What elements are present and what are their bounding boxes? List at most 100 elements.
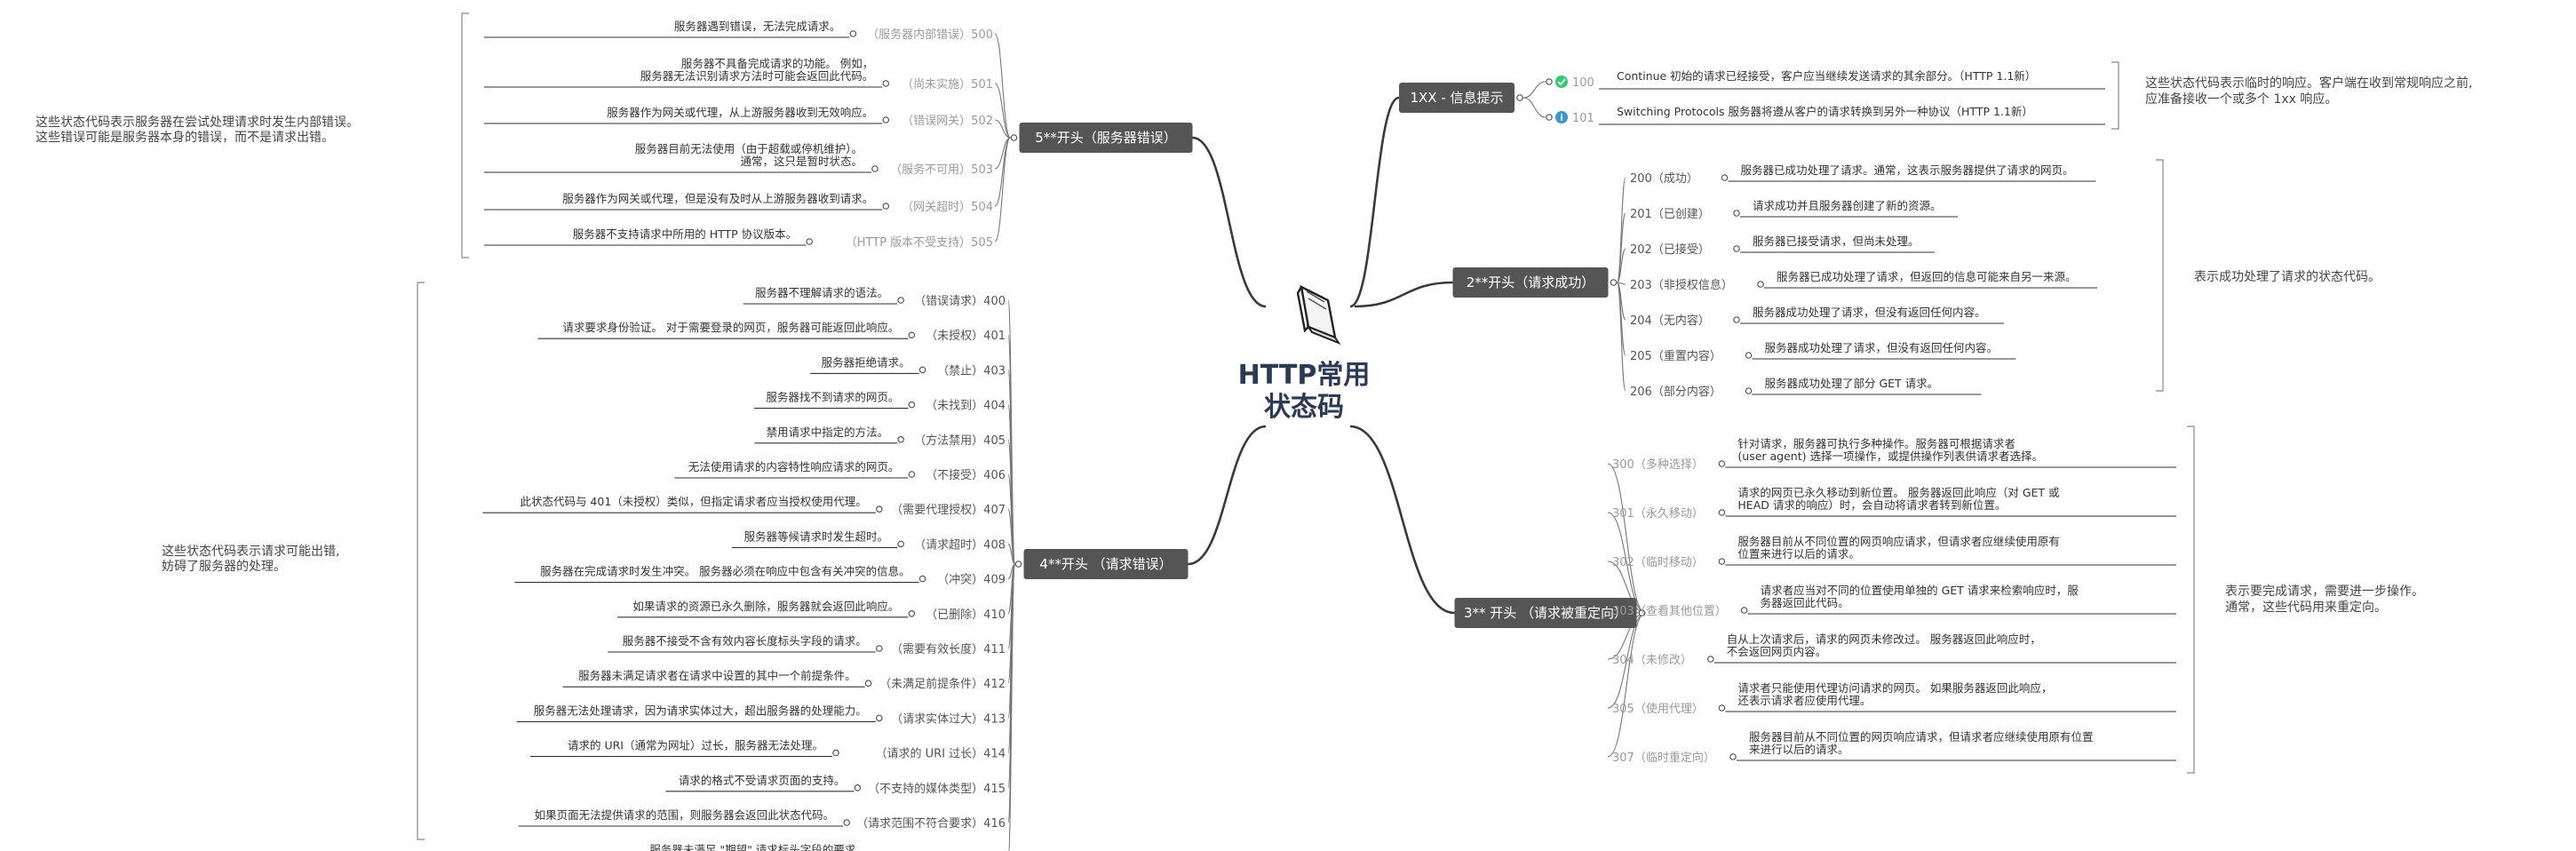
status-code: 200（成功） [1630,172,1698,186]
branch-label: 1XX - 信息提示 [1410,90,1503,106]
item-3xx-2[interactable]: 302（临时移动）服务器目前从不同位置的网页响应请求，但请求者应继续使用原有位置… [1612,535,2176,569]
node-dot [908,331,916,339]
status-code: （请求实体过大）413 [891,712,1006,726]
status-desc: Continue 初始的请求已经接受，客户应当继续发送请求的其余部分。（HTTP… [1617,69,2036,83]
status-code: （请求范围不符合要求）416 [856,816,1006,831]
item-3xx-5[interactable]: 305（使用代理）请求者只能使用代理访问请求的网页。 如果服务器返回此响应，还表… [1612,681,2176,716]
status-desc: 服务器不理解请求的语法。 [755,286,888,299]
status-desc-line2: 还表示请求者应使用代理。 [1737,694,1871,707]
status-code: 303（查看其他位置） [1612,604,1727,618]
status-desc-line1: 请求的网页已永久移动到新位置。 服务器返回此响应（对 GET 或 [1737,486,2060,499]
node-dot [1729,753,1737,760]
item-2xx-1[interactable]: 201（已创建）请求成功并且服务器创建了新的资源。 [1630,199,1958,221]
branch-box[interactable] [1019,123,1193,153]
branch-box[interactable] [1452,267,1609,298]
item-2xx-0[interactable]: 200（成功） 服务器已成功处理了请求。通常，这表示服务器提供了请求的网页。 [1630,163,2096,186]
branch-box[interactable] [1399,83,1515,113]
status-desc: 请求的 URI（通常为网址）过长，服务器无法处理。 [568,739,823,752]
item-3xx-0[interactable]: 300（多种选择）针对请求，服务器可执行多种操作。服务器可根据请求者(user … [1612,437,2176,472]
item-2xx-2[interactable]: 202（已接受）服务器已接受请求，但尚未处理。 [1630,235,1935,257]
node-dot [882,203,890,210]
node-dot [871,165,879,172]
status-code: （不支持的媒体类型）415 [868,782,1006,796]
status-desc-line1: 针对请求，服务器可执行多种操作。服务器可根据请求者 [1737,437,2015,450]
item-2xx-4[interactable]: 204（无内容）服务器成功处理了请求，但没有返回任何内容。 [1630,306,2004,328]
status-desc: 服务器已成功处理了请求。通常，这表示服务器提供了请求的网页。 [1741,163,2074,177]
leaf-curve [1523,81,1546,99]
book-line [1308,298,1327,310]
status-code: 100 [1572,76,1594,90]
leaf-curve [1607,512,1646,614]
status-code: 204（无内容） [1630,314,1710,328]
node-dot [897,297,905,304]
node-dot [908,401,916,409]
bracket-5xx [461,12,469,258]
item-3xx-3[interactable]: 303（查看其他位置）请求者应当对不同的位置使用单独的 GET 请求来检索响应时… [1612,584,2176,618]
branch-1xx[interactable]: 1XX - 信息提示 [1399,83,1515,113]
item-3xx-4[interactable]: 304（未修改）自从上次请求后，请求的网页未修改过。 服务器返回此响应时，不会返… [1612,632,2176,667]
item-2xx-5[interactable]: 205（重置内容）服务器成功处理了请求，但没有返回任何内容。 [1630,341,2016,363]
check-icon [1555,76,1568,88]
node-dot [1610,279,1618,286]
status-desc: 服务器成功处理了请求，但没有返回任何内容。 [1765,341,1999,354]
status-code: 305（使用代理） [1612,702,1704,716]
status-desc-line: 服务器作为网关或代理，从上游服务器收到无效响应。 [607,106,873,119]
item-3xx-1[interactable]: 301（永久移动）请求的网页已永久移动到新位置。 服务器返回此响应（对 GET … [1612,486,2176,521]
node-dot [1707,656,1714,663]
node-dot [1733,210,1740,217]
branch-label: 2**开头（请求成功） [1467,274,1595,290]
node-dot [1718,509,1726,516]
item-5xx-3[interactable]: （服务不可用）503服务器目前无法使用（由于超载或停机维护）。通常，这只是暂时状… [484,142,993,177]
bracket-path [461,12,469,258]
status-desc: 服务器未满足 "期望" 请求标头字段的要求。 [649,843,866,851]
item-1xx-100[interactable]: 100 Continue 初始的请求已经接受，客户应当继续发送请求的其余部分。（H… [1546,69,2105,90]
node-dot [882,80,890,87]
status-desc-line: 通常，这只是暂时状态。 [740,155,863,168]
branch-3xx[interactable]: 3** 开头 （请求被重定向） [1454,598,1637,628]
node-dot [1546,114,1553,121]
leaf-curve [1007,508,1016,565]
node-dot [882,116,890,123]
branch-box[interactable] [1023,549,1189,579]
item-4xx-12[interactable]: （请求实体过大）413服务器无法处理请求，因为请求实体过大，超出服务器的处理能力… [516,704,1006,726]
item-3xx-6[interactable]: 307（临时重定向）服务器目前从不同位置的网页响应请求，但请求者应继续使用原有位… [1612,730,2176,765]
status-code: （未找到）404 [926,400,1006,413]
bracket-4xx [417,282,425,840]
item-2xx-6[interactable]: 206（部分内容）服务器成功处理了部分 GET 请求。 [1630,377,1982,399]
item-4xx-15[interactable]: （请求范围不符合要求）416如果页面无法提供请求的范围，则服务器会返回此状态代码… [518,808,1006,831]
branch-box[interactable] [1454,598,1637,628]
item-2xx-3[interactable]: 203（非授权信息）服务器已成功处理了请求，但返回的信息可能来自另一来源。 [1630,270,2097,292]
node-dot [1721,174,1729,181]
status-desc-line: 服务器作为网关或代理，但是没有及时从上游服务器收到请求。 [562,192,873,205]
item-4xx-16[interactable]: （未满足期望值）417服务器未满足 "期望" 请求标头字段的要求。 [608,843,1006,851]
branch-curve [1354,281,1453,308]
branch-label: 4**开头 （请求错误） [1039,556,1172,572]
status-desc: 服务器成功处理了部分 GET 请求。 [1765,377,1939,390]
branch-2xx[interactable]: 2**开头（请求成功） [1452,267,1609,298]
branch-5xx[interactable]: 5**开头（服务器错误） [1019,123,1193,153]
branch-4xx[interactable]: 4**开头 （请求错误） [1023,549,1189,579]
node-dot [806,238,814,245]
